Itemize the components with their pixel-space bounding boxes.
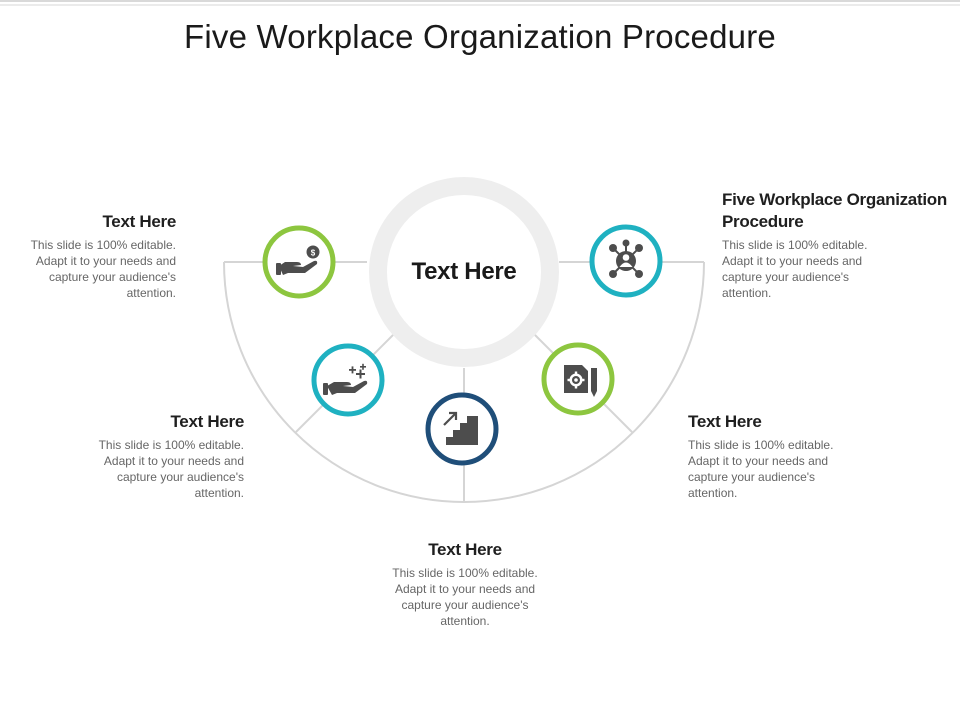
text-block-5: Five Workplace Organization Procedure Th… (722, 189, 950, 301)
gear-document-pencil-icon (564, 365, 597, 397)
money-in-hand-icon: $ (276, 245, 320, 275)
node-gear-document (541, 342, 615, 416)
block-body: This slide is 100% editable. Adapt it to… (392, 566, 538, 628)
svg-text:$: $ (311, 249, 316, 258)
hand-sparkle-icon (323, 363, 368, 395)
node-growth-stairs (425, 392, 499, 466)
text-block-3: Text Here This slide is 100% editable. A… (388, 539, 542, 629)
block-heading: Text Here (102, 212, 176, 231)
block-body: This slide is 100% editable. Adapt it to… (98, 438, 244, 500)
center-label: Text Here (411, 258, 517, 285)
text-block-1: Text Here This slide is 100% editable. A… (16, 211, 177, 301)
page-title: Five Workplace Organization Procedure (184, 18, 776, 55)
growth-stairs-icon (443, 411, 478, 445)
node-network-person (589, 224, 663, 298)
block-body: This slide is 100% editable. Adapt it to… (688, 438, 834, 500)
network-person-icon (609, 239, 643, 278)
block-heading: Text Here (170, 412, 244, 431)
node-hand-sparkle (311, 343, 385, 417)
text-block-4: Text Here This slide is 100% editable. A… (688, 411, 838, 501)
text-block-2: Text Here This slide is 100% editable. A… (86, 411, 245, 501)
center-ring (369, 177, 559, 367)
block-body: This slide is 100% editable. Adapt it to… (722, 238, 868, 300)
block-body: This slide is 100% editable. Adapt it to… (30, 238, 176, 300)
block-heading: Text Here (688, 412, 762, 431)
top-border (0, 0, 960, 8)
block-heading: Five Workplace Organization Procedure (722, 190, 947, 231)
block-heading: Text Here (428, 540, 502, 559)
node-money-in-hand: $ (262, 225, 336, 299)
